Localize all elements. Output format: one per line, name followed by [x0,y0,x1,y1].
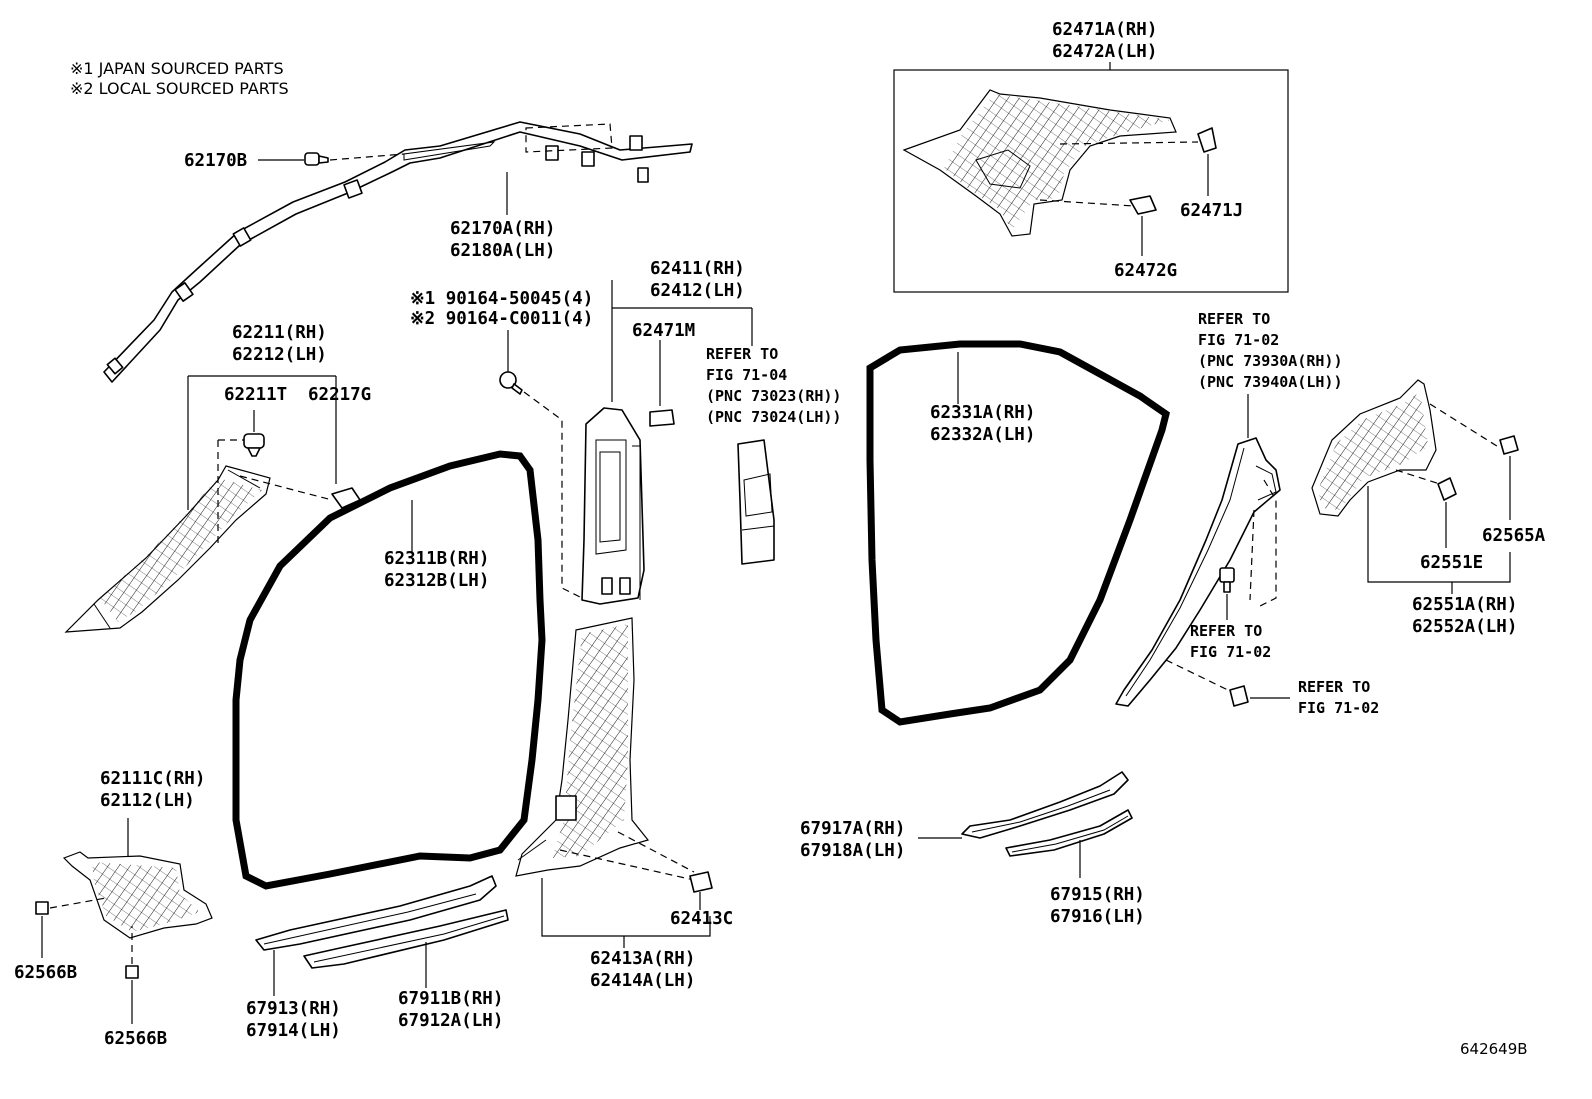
clip-62471M [649,409,675,427]
cowl-side-trim [62,851,213,939]
label-62566B-lower: 62566B [104,1029,167,1049]
label-62413C: 62413C [670,909,733,929]
rear-door-weatherstrip [866,340,1170,726]
clip-62565A [1499,435,1519,455]
label-62170A-rh: 62170A(RH) [450,219,555,239]
label-67915-rh: 67915(RH) [1050,885,1145,905]
clip-62566B-upper [35,901,49,915]
label-62412-lh: 62412(LH) [650,281,745,301]
label-62566B-upper: 62566B [14,963,77,983]
clip-62413C [689,871,713,893]
label-62170B: 62170B [184,151,247,171]
label-62212-lh: 62212(LH) [232,345,327,365]
quarter-trim-panel [1311,379,1437,517]
label-62411-rh: 62411(RH) [650,259,745,279]
clip-62566B-lower [125,965,139,979]
label-62112-lh: 62112(LH) [100,791,195,811]
bolt-rear-pillar [1219,567,1235,593]
label-62332A-lh: 62332A(LH) [930,425,1035,445]
label-62211T: 62211T [224,385,287,405]
label-62331A-rh: 62331A(RH) [930,403,1035,423]
label-62551A-rh: 62551A(RH) [1412,595,1517,615]
note-japan-sourced: ※1 JAPAN SOURCED PARTS [70,59,284,78]
inset-box-roof-side-garnish [893,69,1289,293]
label-62471M: 62471M [632,321,695,341]
label-62111C-rh: 62111C(RH) [100,769,205,789]
center-pillar-lower-seatbelt-cover [737,439,775,565]
front-pillar-garnish [64,465,271,633]
clip-62472G [1129,195,1157,215]
ref-fig-71-02-a-fig: FIG 71-02 [1198,331,1279,349]
label-67914-lh: 67914(LH) [246,1021,341,1041]
ref-fig-71-02-a-lh: (PNC 73940A(LH)) [1198,373,1343,391]
label-62472A-lh: 62472A(LH) [1052,42,1157,62]
ref-fig-71-04-lh: (PNC 73024(LH)) [706,408,841,426]
clip-rear-pillar-lower [1229,685,1249,707]
label-62565A: 62565A [1482,526,1546,546]
front-scuff-plate-inner [255,875,497,951]
figure-number: 642649B [1460,1040,1528,1058]
clip-62170B [304,152,329,166]
ref-fig-71-04-rh: (PNC 73023(RH)) [706,387,841,405]
ref-fig-71-02-c-title: REFER TO [1298,678,1370,696]
ref-fig-71-02-c-fig: FIG 71-02 [1298,699,1379,717]
center-pillar-lower-garnish [515,617,650,877]
ref-fig-71-02-b-fig: FIG 71-02 [1190,643,1271,661]
clip-62551E [1437,477,1457,501]
curtain-airbag-assembly [103,121,693,383]
label-62413A-rh: 62413A(RH) [590,949,695,969]
screw-90164 [499,371,523,395]
rear-scuff-plate-outer [1005,809,1133,857]
label-67912A-lh: 67912A(LH) [398,1011,503,1031]
clip-62211T [243,433,265,457]
label-62472G: 62472G [1114,261,1177,281]
ref-fig-71-04-title: REFER TO [706,345,778,363]
label-67911B-rh: 67911B(RH) [398,989,503,1009]
label-62551E: 62551E [1420,553,1483,573]
clip-62471J [1197,127,1217,153]
label-67913-rh: 67913(RH) [246,999,341,1019]
label-62414A-lh: 62414A(LH) [590,971,695,991]
label-62552A-lh: 62552A(LH) [1412,617,1517,637]
center-pillar-upper-garnish [581,407,645,605]
note-local-sourced: ※2 LOCAL SOURCED PARTS [70,79,289,98]
label-62180A-lh: 62180A(LH) [450,241,555,261]
label-67916-lh: 67916(LH) [1050,907,1145,927]
ref-fig-71-04-fig: FIG 71-04 [706,366,787,384]
label-62312B-lh: 62312B(LH) [384,571,489,591]
rear-scuff-plate-inner [961,771,1129,839]
label-67918A-lh: 67918A(LH) [800,841,905,861]
label-62311B-rh: 62311B(RH) [384,549,489,569]
label-62211-rh: 62211(RH) [232,323,327,343]
label-62217G: 62217G [308,385,371,405]
front-door-weatherstrip [232,450,546,890]
label-67917A-rh: 67917A(RH) [800,819,905,839]
ref-fig-71-02-a-rh: (PNC 73930A(RH)) [1198,352,1343,370]
label-62471J: 62471J [1180,201,1243,221]
label-screw-local: ※2 90164-C0011(4) [410,309,593,329]
roof-side-inner-garnish [902,89,1177,237]
rear-pillar-garnish [1115,437,1281,707]
front-scuff-plate-outer [303,909,509,969]
ref-fig-71-02-b-title: REFER TO [1190,622,1262,640]
label-screw-japan: ※1 90164-50045(4) [410,289,593,309]
label-62471A-rh: 62471A(RH) [1052,20,1157,40]
ref-fig-71-02-a-title: REFER TO [1198,310,1270,328]
